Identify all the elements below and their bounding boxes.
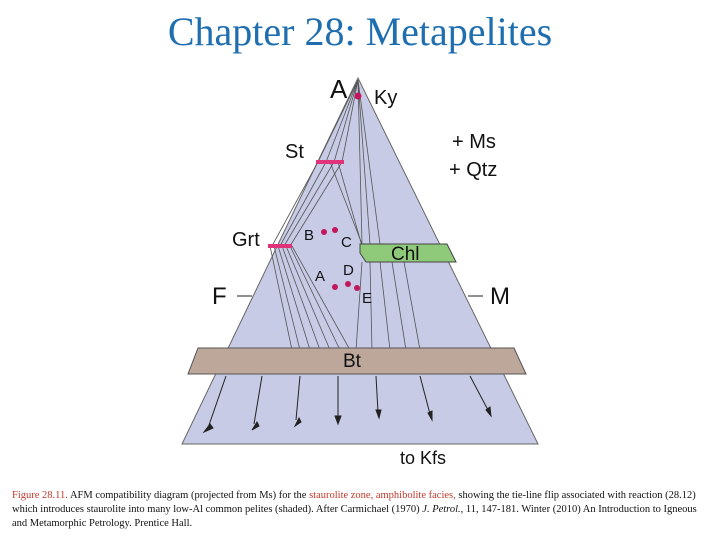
sample-point-d: [345, 281, 351, 287]
caption-text-1: AFM compatibility diagram (projected fro…: [67, 490, 310, 501]
tie-lines-st-grt: [271, 161, 343, 247]
caption-text-3: , 11, 147-181. Winter (2010) An Introduc…: [12, 504, 697, 529]
page-title: Chapter 28: Metapelites: [167, 9, 553, 54]
apex-label-f: F: [212, 283, 227, 310]
sample-point-a: [332, 284, 338, 290]
phase-label-bt: Bt: [343, 351, 362, 372]
figure-caption: Figure 28.11. AFM compatibility diagram …: [12, 489, 712, 531]
caption-text-2: showing the tie-line flip associated wit…: [12, 490, 696, 515]
grt-bar: [268, 244, 292, 248]
st-bar: [316, 160, 344, 164]
sample-point-b: [321, 229, 327, 235]
sample-point-c: [332, 227, 338, 233]
point-label-a: A: [315, 268, 325, 285]
phase-label-grt: Grt: [232, 229, 260, 251]
phase-label-ky: Ky: [374, 87, 397, 109]
tie-lines-chl-bt: [355, 261, 421, 351]
phase-label-plus-qtz: + Qtz: [449, 159, 497, 181]
bt-band: [187, 347, 527, 375]
phase-label-chl: Chl: [391, 244, 420, 265]
sample-points: [321, 92, 362, 291]
chl-field: [359, 243, 457, 263]
point-label-e: E: [362, 290, 372, 307]
caption-figure-label: Figure 28.11.: [12, 490, 68, 501]
point-label-c: C: [341, 234, 352, 251]
phase-label-plus-ms: + Ms: [452, 131, 496, 153]
caption-journal: J. Petrol.: [422, 504, 461, 515]
point-label-b: B: [304, 227, 314, 244]
tie-lines-apex: [317, 79, 381, 245]
tie-lines-grt-bt: [269, 245, 351, 351]
apex-label-m: M: [490, 283, 510, 310]
kfs-arrows: [202, 375, 492, 434]
phase-label-st: St: [285, 141, 304, 163]
apex-label-a: A: [330, 74, 348, 104]
caption-highlight: staurolite zone, amphibolite facies,: [309, 490, 456, 501]
sample-point-e: [354, 285, 360, 291]
afm-diagram: A F M Ky St Grt Chl Bt to Kfs + Ms + Qtz…: [181, 74, 539, 468]
sample-point-ky: [354, 92, 362, 100]
point-label-d: D: [343, 262, 354, 279]
phase-label-to-kfs: to Kfs: [400, 448, 446, 468]
